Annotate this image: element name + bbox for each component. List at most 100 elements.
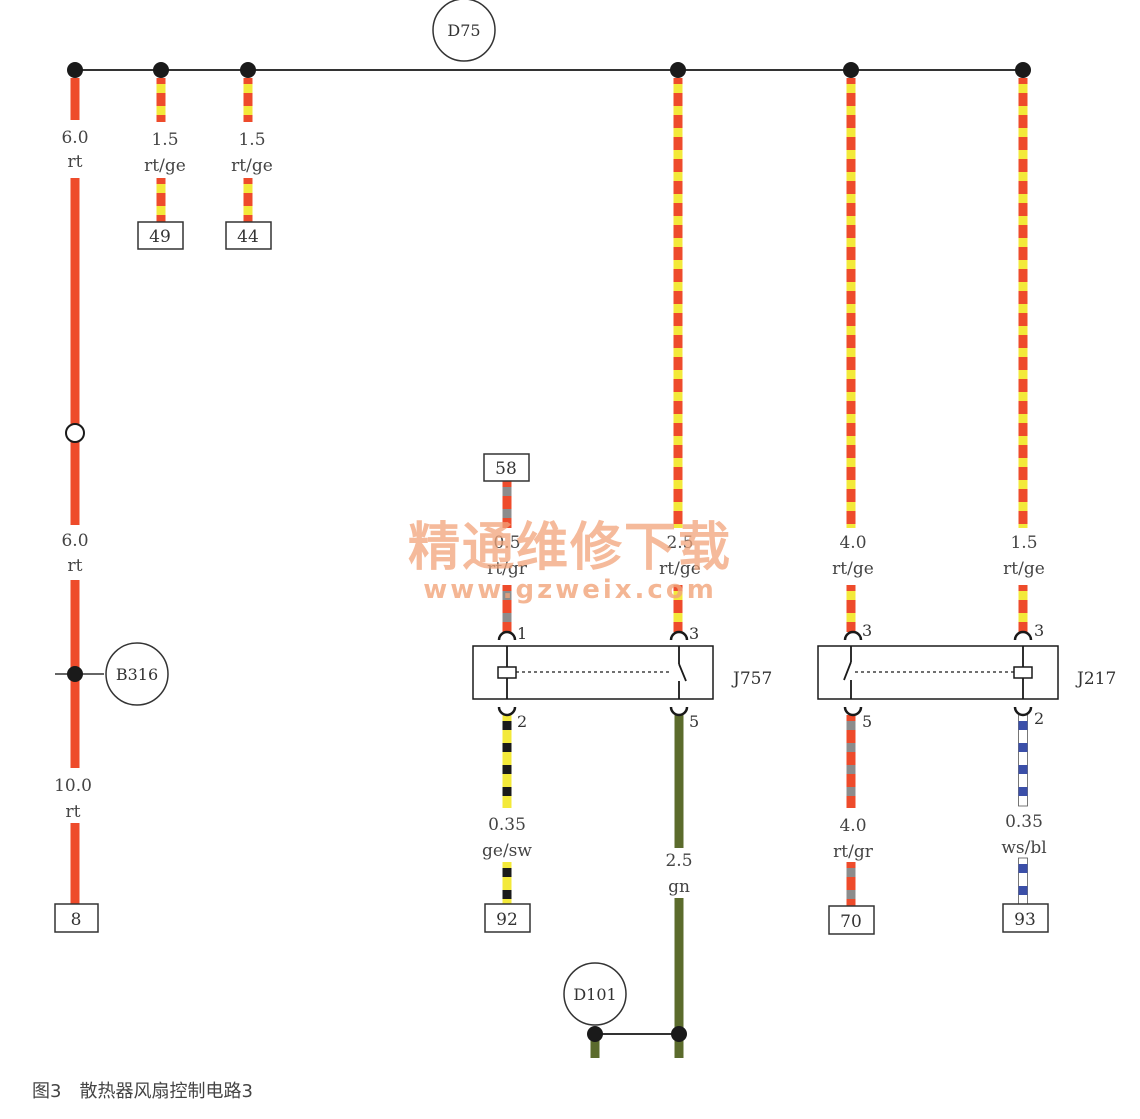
wire-color-label: rt [66,802,81,822]
wire-rt-ge-stripe [846,194,856,203]
wire-rt-ge-stripe [673,326,683,335]
wire-rt-ge-stripe [846,436,856,445]
junction-dot [670,62,686,78]
junction-dot [67,62,83,78]
wire-color-label: rt/ge [144,156,186,176]
wire-color-label: ge/sw [482,841,532,861]
pin-arc-icon [497,706,517,717]
wire-rt-ge-stripe [1018,591,1028,600]
junction-dot [153,62,169,78]
node-b316-label: B316 [116,665,158,684]
wire-rt-ge-stripe [1018,84,1028,93]
wire-rt-ge-stripe [1018,128,1028,137]
wire-rt-ge-stripe [1018,414,1028,423]
relay-j217: J217 [817,645,1116,700]
wire-rt-ge [673,78,683,528]
wire-rt-gr-stripe [846,890,856,899]
wire-size-label: 0.35 [1005,812,1043,832]
wire-ws-bl-stripe [1018,787,1028,796]
wire-rt-ge-stripe [673,172,683,181]
wire-rt-ge [243,78,253,122]
wire-rt-ge-stripe [846,370,856,379]
wire-gn [674,898,684,1058]
pin-arc-icon [843,630,863,641]
wire-rt-ge-stripe [1018,392,1028,401]
pin-number: 5 [862,712,872,731]
wire-rt-gr-stripe [846,765,856,774]
connector-49-label: 49 [149,227,171,247]
pin-number: 3 [1034,621,1044,640]
node-d75-label: D75 [447,21,480,40]
wire-ws-bl-stripe [1018,721,1028,730]
wire-ge-sw-stripe [502,743,512,752]
relay-switch-icon [843,661,852,681]
pin-arc-icon [497,630,517,641]
wire-rt-ge-stripe [156,184,166,193]
connector-93: 93 [1002,903,1049,933]
wire-rt-gr-stripe [846,787,856,796]
wire-gn [674,715,684,848]
wire-rt-ge [846,585,856,632]
wire-rt-ge-stripe [673,392,683,401]
wire-rt-ge-stripe [846,150,856,159]
relay-coil-icon [1013,666,1033,679]
relay-j757: J757 [472,645,772,700]
wire-rt-ge-stripe [1018,502,1028,511]
wire-size-label: 6.0 [61,128,88,148]
wire-rt-ge-stripe [673,591,683,600]
pin-arc-icon [1013,630,1033,641]
connector-92: 92 [484,903,531,933]
wire-ws-bl-stripe [1018,765,1028,774]
wire-rt-ge [673,585,683,632]
wire-rt-ge-stripe [156,206,166,215]
wire-rt-ge-stripe [673,348,683,357]
relay-j757-label: J757 [731,669,772,689]
pin-number: 3 [862,621,872,640]
wire-rt-ge-stripe [1018,613,1028,622]
wire-rt-ge [243,178,253,222]
wire-rt-ge-stripe [673,502,683,511]
wire-rt-ge-stripe [1018,326,1028,335]
wire-rt-ge-stripe [673,194,683,203]
wire-rt-ge-stripe [846,84,856,93]
wire-rt-ge-stripe [1018,172,1028,181]
node-b316: B316 [55,642,169,706]
wire-rt-ge-stripe [243,206,253,215]
wire-size-label: 0.5 [493,533,520,553]
wire-color-label: rt/gr [487,559,528,579]
wire-rt-gr-stripe [846,743,856,752]
watermark-url: www.gzweix.com [423,575,717,605]
watermark-title: 精通维修下载 [408,518,732,578]
pin-number: 1 [517,624,527,643]
wire-rt-gr-stripe [846,868,856,877]
wire-ge-sw-stripe [502,721,512,730]
wire-rt-gr-stripe [502,613,512,622]
figure-caption: 图3 散热器风扇控制电路3 [32,1081,253,1102]
wire-rt-ge-stripe [673,260,683,269]
wire-ge-sw-stripe [502,890,512,899]
wire-color-label: rt/ge [832,559,874,579]
wire-size-label: 10.0 [54,776,92,796]
wire-rt-ge-stripe [673,128,683,137]
wire-rt-ge-stripe [1018,458,1028,467]
wire-ws-bl-stripe [1018,864,1028,873]
wire-rt-ge-stripe [243,106,253,115]
junction-dot [843,62,859,78]
wire-size-label: 1.5 [238,130,265,150]
wire-rt-ge-stripe [1018,216,1028,225]
wire-color-label: rt/ge [231,156,273,176]
wire-rt-gr [502,585,512,632]
wire-rt-ge-stripe [673,216,683,225]
wire-rt-ge-stripe [846,392,856,401]
wire-rt-ge-stripe [673,414,683,423]
wire-rt-ge [1018,585,1028,632]
wire-rt-ge-stripe [846,128,856,137]
wire-rt-ge-stripe [1018,348,1028,357]
wire-rt-ge-stripe [673,458,683,467]
wire-rt-ge-stripe [1018,436,1028,445]
wire-ws-bl-stripe [1018,743,1028,752]
wire-rt-ge-stripe [673,84,683,93]
junction-dot [240,62,256,78]
wire-rt-ge-stripe [846,348,856,357]
wire-size-label: 1.5 [151,130,178,150]
